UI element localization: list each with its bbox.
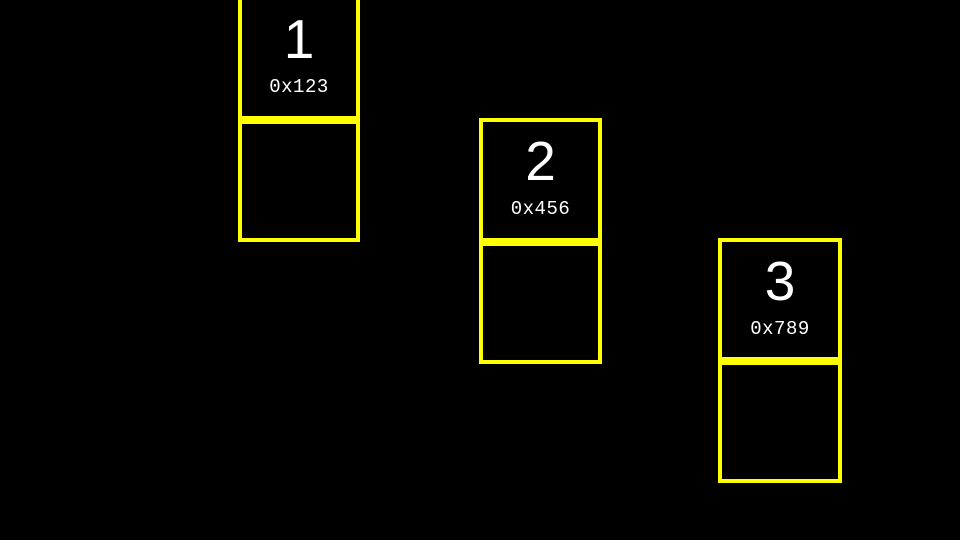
node-data-cell[interactable]: 3 0x789 bbox=[718, 238, 842, 361]
list-node[interactable]: 3 0x789 bbox=[718, 238, 842, 483]
node-address-label: 0x789 bbox=[750, 318, 810, 340]
node-index-label: 1 bbox=[283, 8, 315, 70]
list-node[interactable]: 2 0x456 bbox=[479, 118, 602, 364]
node-next-pointer-cell[interactable] bbox=[718, 361, 842, 483]
node-next-pointer-cell[interactable] bbox=[479, 242, 602, 364]
node-next-pointer-cell[interactable] bbox=[238, 120, 360, 242]
node-index-label: 3 bbox=[764, 250, 796, 312]
node-index-label: 2 bbox=[525, 130, 556, 192]
list-node[interactable]: 1 0x123 bbox=[238, 0, 360, 242]
node-data-cell[interactable]: 2 0x456 bbox=[479, 118, 602, 242]
node-address-label: 0x123 bbox=[269, 76, 329, 98]
node-address-label: 0x456 bbox=[510, 198, 571, 220]
node-data-cell[interactable]: 1 0x123 bbox=[238, 0, 360, 120]
